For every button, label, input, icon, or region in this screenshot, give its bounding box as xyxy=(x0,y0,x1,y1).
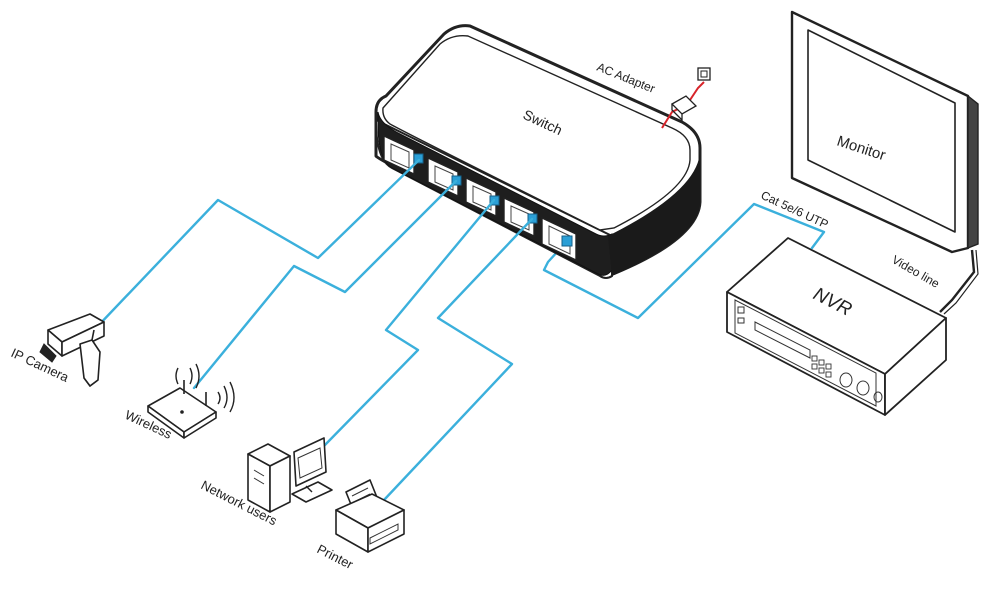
cable-ip-camera xyxy=(94,158,421,330)
cable-nvr xyxy=(542,202,826,320)
cable-network-users xyxy=(320,198,496,450)
monitor: Monitor xyxy=(790,10,979,254)
ip-camera xyxy=(39,313,105,387)
video-line-cable xyxy=(939,249,976,313)
cable-printer xyxy=(382,217,534,502)
switch: Switch xyxy=(374,24,702,279)
printer-label: Printer xyxy=(315,541,357,572)
switch-port-1 xyxy=(383,134,424,176)
wifi-signal-icon xyxy=(175,363,235,413)
printer xyxy=(335,479,405,553)
network-user-pc xyxy=(247,437,333,513)
switch-port-5 xyxy=(541,216,577,262)
wireless-router xyxy=(147,363,235,439)
video-line-label: Video line xyxy=(890,252,943,291)
nvr-button-row xyxy=(811,355,832,378)
nvr: NVR xyxy=(726,237,947,416)
cable-wireless xyxy=(192,179,458,390)
